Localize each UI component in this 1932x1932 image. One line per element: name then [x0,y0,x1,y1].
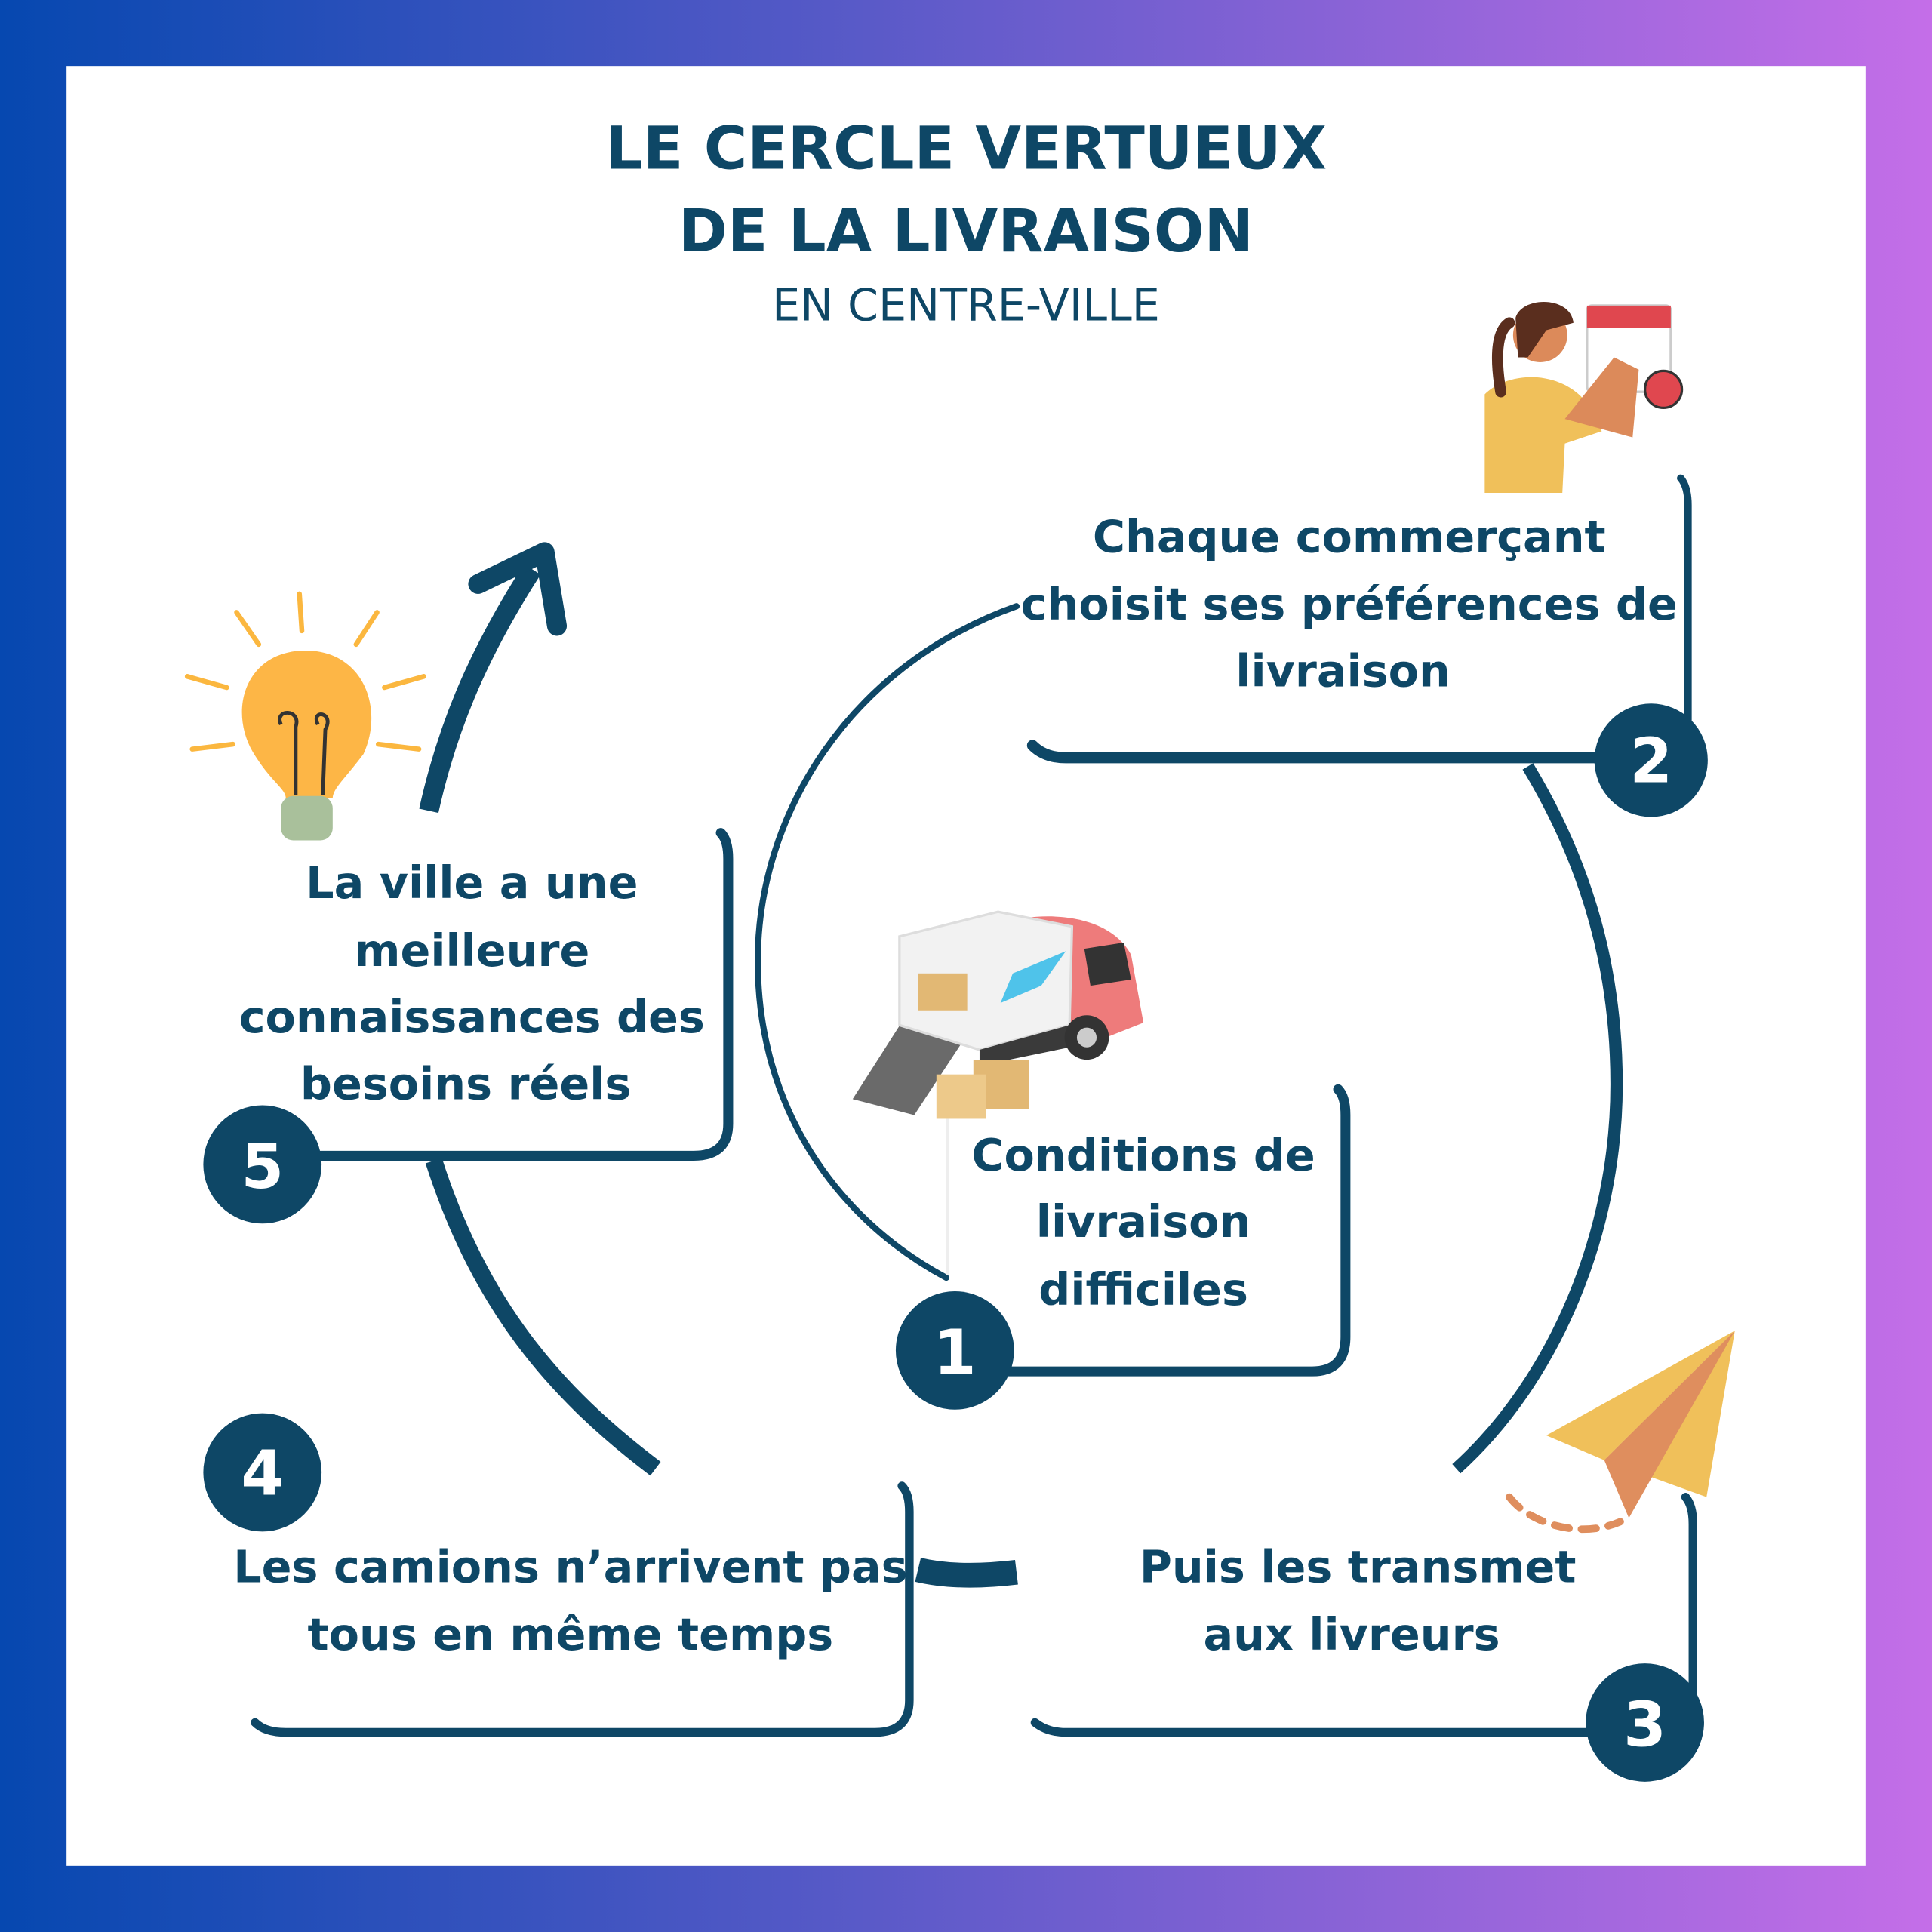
step-2-border-right [1677,474,1692,728]
step-3-border-bottom [1030,1718,1594,1737]
step-5-border [309,828,734,1161]
step-1-text: Conditions de livraison difficiles [971,1129,1315,1315]
svg-text:choisit ses préférences de: choisit ses préférences de [1021,578,1678,630]
connector-3-to-4 [915,1558,1018,1588]
arc-2-to-3 [1452,763,1623,1474]
svg-text:livraison: livraison [1036,1195,1251,1247]
step-4-text: Les camions n’arrivent pas tous en même … [233,1540,907,1660]
title-line-2: DE LA LIVRAISON [678,197,1254,266]
title-line-1: LE CERCLE VERTUEUX [605,115,1327,183]
step-3-badge [1586,1663,1704,1782]
arc-4-to-5 [425,1158,661,1476]
svg-text:meilleure: meilleure [354,924,589,977]
subtitle: EN CENTRE-VILLE [772,278,1160,331]
paper-plane-icon [1506,1331,1735,1534]
svg-text:besoins réels: besoins réels [300,1057,632,1109]
step-2-text: Chaque commerçant choisit ses préférence… [1021,510,1678,697]
step-4-badge [203,1413,322,1532]
step-2-badge [1594,703,1708,817]
svg-text:Conditions de: Conditions de [971,1129,1315,1181]
step-2-number: 2 [1629,726,1672,798]
step-3-number: 3 [1623,1689,1666,1761]
arrow-head-icon [468,542,568,636]
delivery-truck-icon [852,910,1144,1119]
step-2-border-bottom [1026,740,1607,764]
lightbulb-icon [184,591,426,841]
svg-text:tous en même temps: tous en même temps [308,1608,834,1660]
step-5-badge [203,1105,322,1224]
svg-text:difficiles: difficiles [1038,1263,1248,1315]
step-1-badge [895,1291,1014,1410]
svg-text:aux livreurs: aux livreurs [1203,1608,1500,1660]
arrow-shaft [419,564,541,814]
step-5-number: 5 [241,1131,284,1203]
step-3-border-right [1681,1492,1697,1699]
woman-calendar-icon [1484,301,1684,494]
step-4-border [251,1481,914,1737]
svg-text:livraison: livraison [1235,645,1451,697]
step-3-text: Puis les transmet aux livreurs [1140,1540,1577,1660]
svg-text:connaissances des: connaissances des [239,991,705,1043]
svg-text:Les camions n’arrivent pas: Les camions n’arrivent pas [233,1540,907,1592]
svg-text:La ville a une: La ville a une [306,857,638,909]
step-1-number: 1 [934,1317,977,1389]
svg-text:Chaque commerçant: Chaque commerçant [1093,510,1606,562]
step-4-number: 4 [241,1438,284,1509]
svg-text:Puis les transmet: Puis les transmet [1140,1540,1577,1592]
step-1-border [999,1084,1351,1377]
step-5-text: La ville a une meilleure connaissances d… [239,857,705,1109]
inner-arc-1-to-2 [755,603,1020,1281]
